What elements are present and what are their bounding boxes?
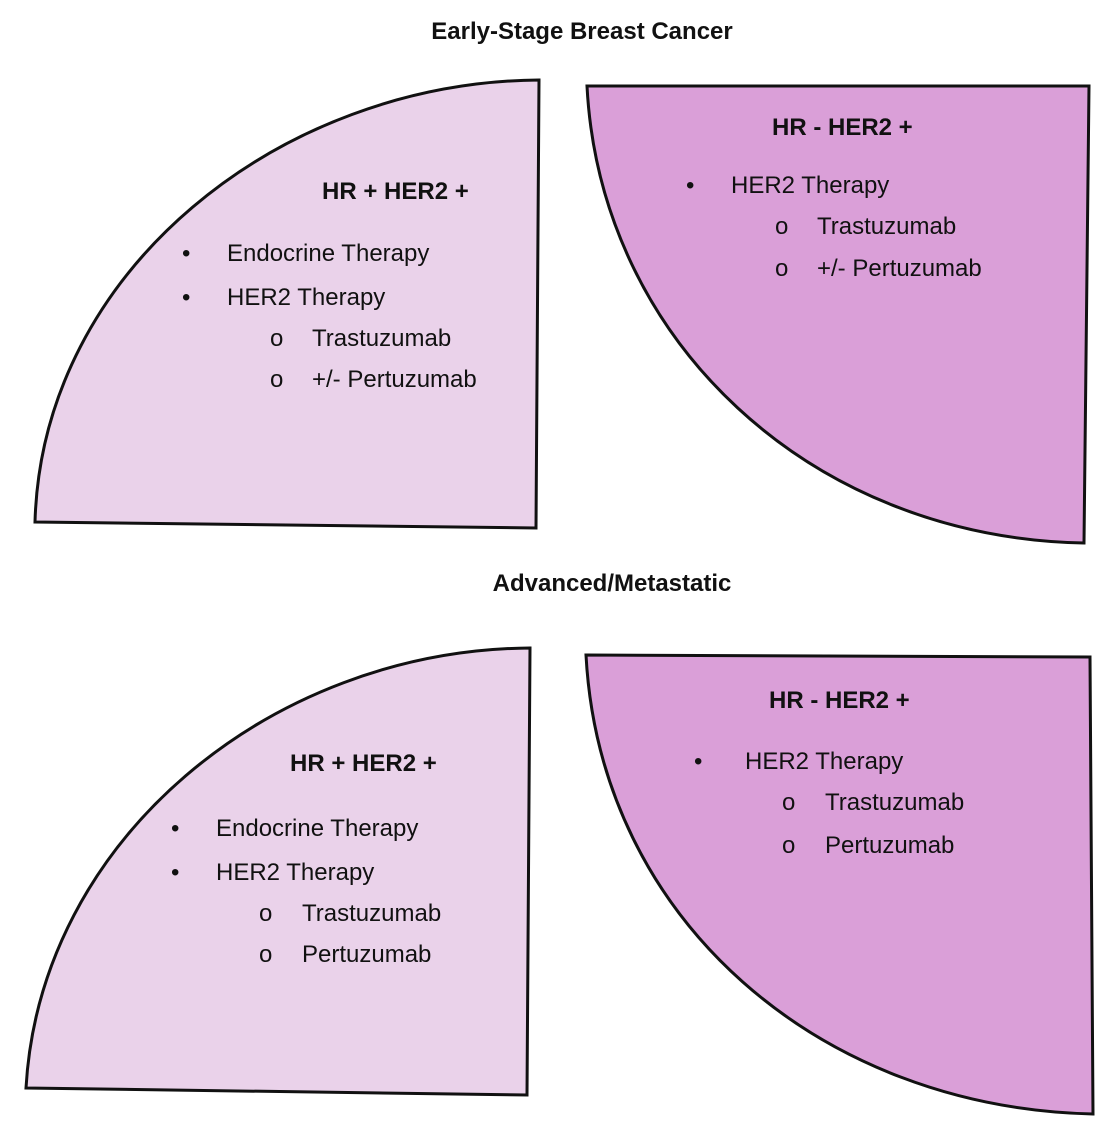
bullet-circle-icon: o xyxy=(259,900,273,927)
list-item: Pertuzumab xyxy=(302,941,432,968)
list-item: HER2 Therapy xyxy=(731,172,890,199)
panel-heading: HR - HER2 + xyxy=(769,687,910,714)
list-item: +/- Pertuzumab xyxy=(817,255,982,282)
bullet-circle-icon: o xyxy=(775,255,789,282)
bullet-dot-icon: • xyxy=(694,748,703,775)
bullet-circle-icon: o xyxy=(270,325,284,352)
bullet-circle-icon: o xyxy=(775,213,789,240)
bullet-circle-icon: o xyxy=(782,832,796,859)
bullet-dot-icon: • xyxy=(182,240,191,267)
bullet-circle-icon: o xyxy=(270,366,284,393)
list-item: Endocrine Therapy xyxy=(216,815,419,842)
bullet-circle-icon: o xyxy=(259,941,273,968)
early-right-quadrant xyxy=(585,84,1091,545)
list-item: Trastuzumab xyxy=(817,213,957,240)
list-item: HER2 Therapy xyxy=(227,284,386,311)
advanced-metastatic-title: Advanced/Metastatic xyxy=(492,570,732,597)
bullet-dot-icon: • xyxy=(686,172,695,199)
list-item: Endocrine Therapy xyxy=(227,240,430,267)
bullet-dot-icon: • xyxy=(171,815,180,842)
panel-heading: HR - HER2 + xyxy=(772,114,913,141)
advanced-left-quadrant xyxy=(24,646,532,1097)
list-item: +/- Pertuzumab xyxy=(312,366,477,393)
bullet-circle-icon: o xyxy=(782,789,796,816)
early-left-quadrant xyxy=(33,78,541,530)
advanced-right-quadrant xyxy=(584,653,1095,1116)
early-stage-title: Early-Stage Breast Cancer xyxy=(431,18,733,45)
bullet-dot-icon: • xyxy=(171,859,180,886)
panel-heading: HR + HER2 + xyxy=(322,178,469,205)
list-item: Pertuzumab xyxy=(825,832,955,859)
list-item: Trastuzumab xyxy=(312,325,452,352)
list-item: HER2 Therapy xyxy=(216,859,375,886)
list-item: HER2 Therapy xyxy=(745,748,904,775)
list-item: Trastuzumab xyxy=(302,900,442,927)
panel-heading: HR + HER2 + xyxy=(290,750,437,777)
bullet-dot-icon: • xyxy=(182,284,191,311)
list-item: Trastuzumab xyxy=(825,789,965,816)
